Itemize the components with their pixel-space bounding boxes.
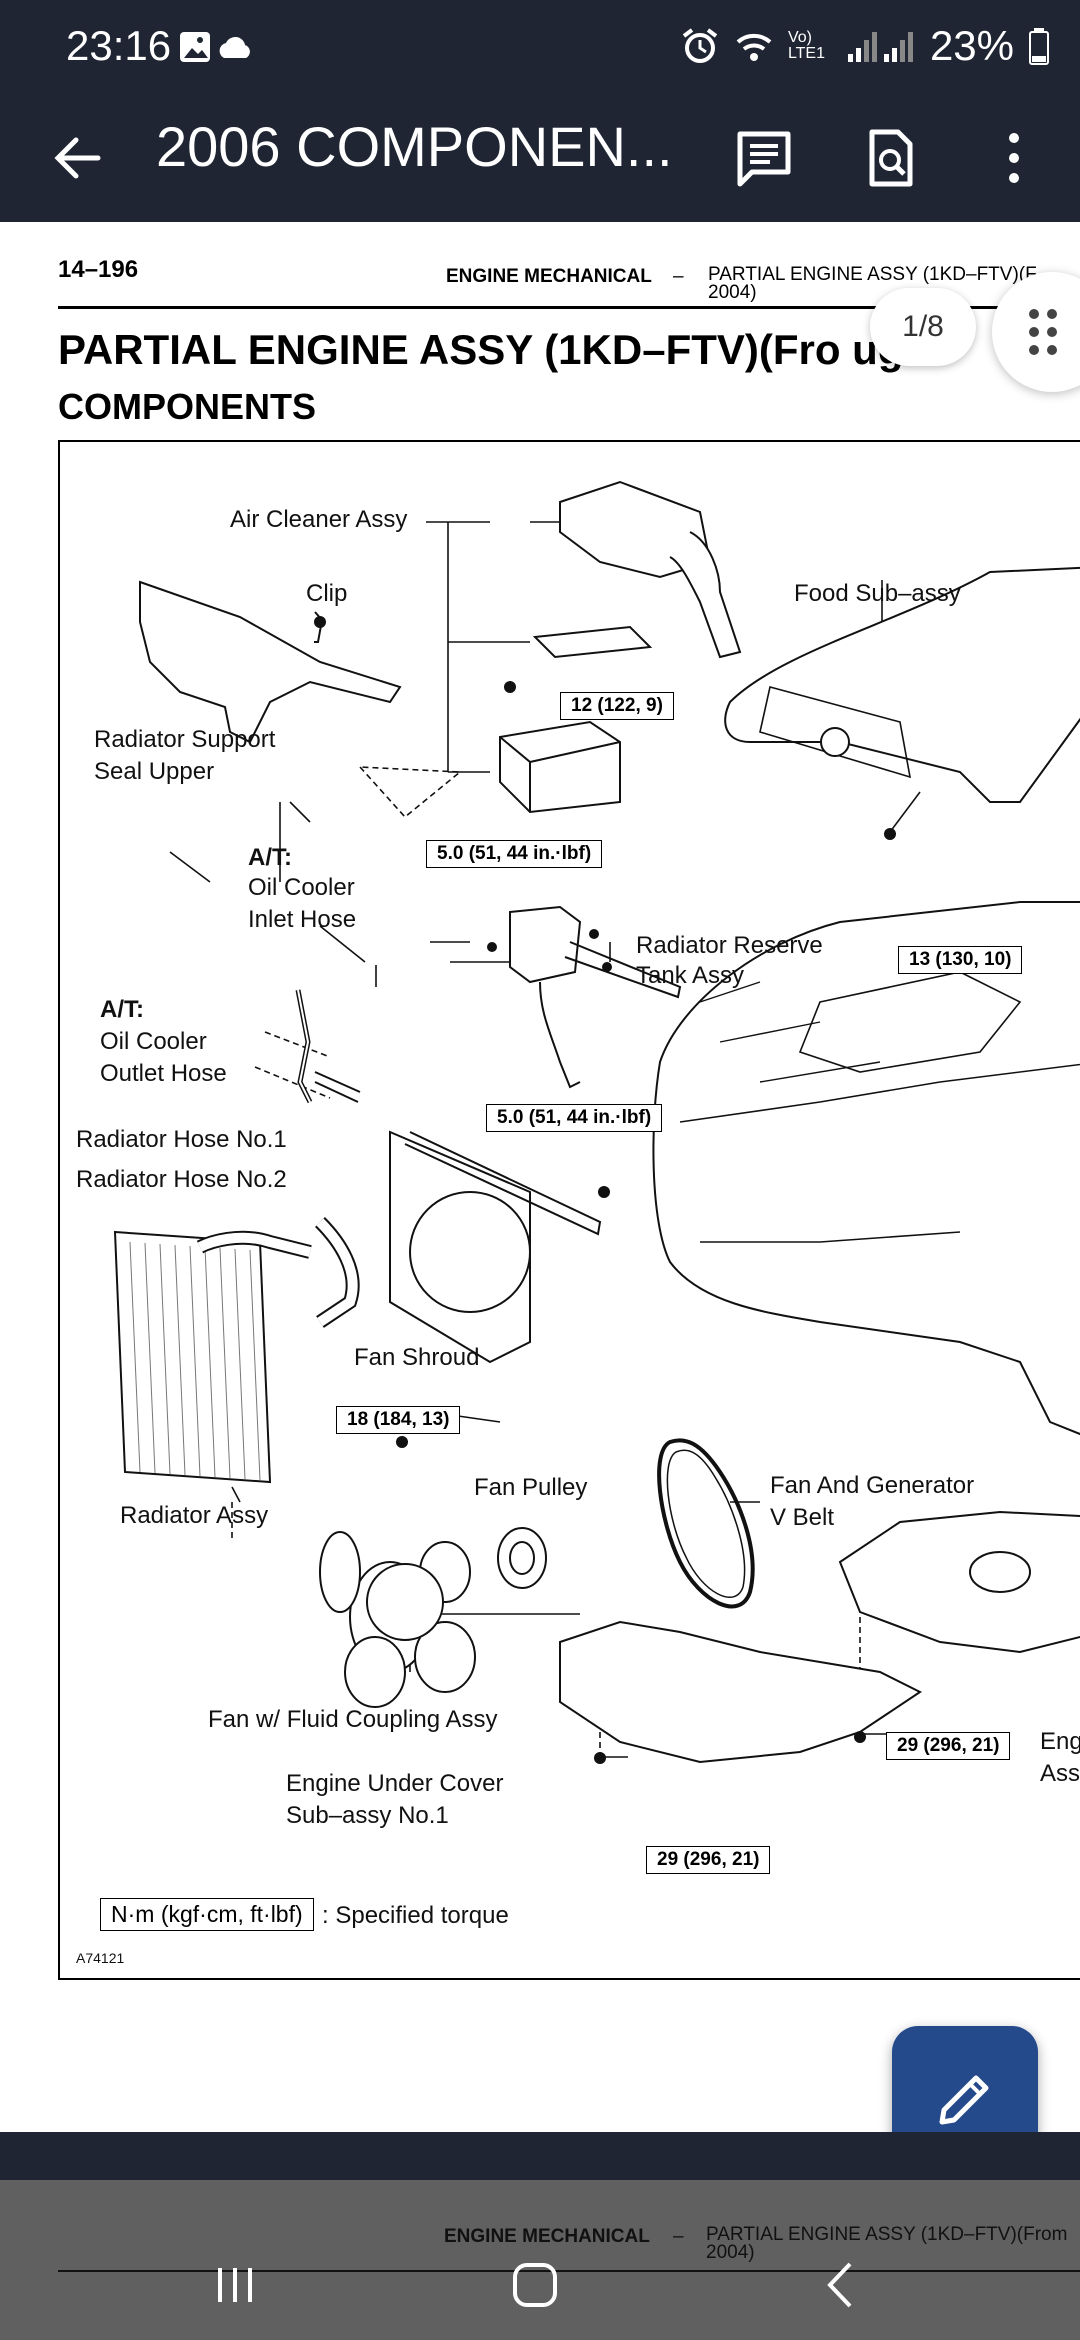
torque-13: 13 (130, 10) [898, 946, 1023, 974]
battery-percent: 23% [929, 22, 1014, 69]
label-seal-upper: Seal Upper [94, 758, 215, 785]
label-tank-assy: Tank Assy [636, 962, 745, 989]
status-right: Vo) LTE1 23% [680, 22, 1050, 70]
label-oil-cooler-inlet-2: Inlet Hose [248, 906, 357, 933]
nav-back-icon[interactable] [806, 2250, 876, 2320]
system-nav-bar [0, 2230, 1080, 2340]
status-notification-icons [178, 28, 268, 73]
battery-icon [1029, 28, 1049, 65]
label-oil-cooler-outlet-1: Oil Cooler [100, 1028, 207, 1055]
label-engine-under-cover: Engine Under Cover [286, 1770, 504, 1797]
label-sub-assy-no1: Sub–assy No.1 [286, 1802, 449, 1829]
label-radiator-hose-2: Radiator Hose No.2 [76, 1166, 287, 1193]
pencil-icon [939, 2075, 989, 2125]
gallery-icon [180, 32, 250, 62]
status-bar: 23:16 Vo) LTE1 23% [0, 0, 1080, 100]
label-radiator-assy: Radiator Assy [120, 1502, 269, 1529]
next-page-subtitle: PARTIAL ENGINE ASSY (1KD–FTV)(From 2004) [706, 2224, 1068, 2263]
label-radiator-hose-1: Radiator Hose No.1 [76, 1126, 287, 1153]
label-air-cleaner-assy: Air Cleaner Assy [230, 506, 408, 533]
legend-unit-box: N·m (kgf·cm, ft·lbf) [100, 1898, 314, 1931]
torque-5-b: 5.0 (51, 44 in.·lbf) [486, 1104, 663, 1132]
next-page-preview[interactable]: ENGINE MECHANICAL – PARTIAL ENGINE ASSY … [0, 2180, 1080, 2340]
header-subtitle: PARTIAL ENGINE ASSY (1KD–FTV)(F 2004) [708, 264, 1037, 303]
label-radiator-reserve: Radiator Reserve [636, 932, 823, 959]
document-title: 2006 COMPONEN... [156, 115, 673, 178]
label-radiator-support: Radiator Support [94, 726, 276, 753]
doc-title: PARTIAL ENGINE ASSY (1KD–FTV)(Fro ug [58, 326, 904, 373]
page-number: 14–196 [58, 256, 139, 283]
label-food-sub-assy: Food Sub–assy [794, 580, 961, 607]
status-time: 23:16 [66, 22, 172, 69]
label-oil-cooler-outlet-2: Outlet Hose [100, 1060, 227, 1087]
grid-icon [1029, 309, 1057, 355]
label-fan-pulley: Fan Pulley [474, 1474, 588, 1501]
torque-29-b: 29 (296, 21) [646, 1846, 771, 1874]
app-bar: 2006 COMPONEN... [0, 100, 1080, 222]
label-fan-generator: Fan And Generator [770, 1472, 975, 1499]
carrier-label: Vo) LTE1 [787, 29, 825, 62]
figure-id: A74121 [76, 1950, 125, 1966]
label-oil-cooler-inlet-1: Oil Cooler [248, 874, 355, 901]
header-section: ENGINE MECHANICAL [446, 266, 652, 287]
page-indicator: 1/8 [870, 288, 976, 366]
doc-heading: COMPONENTS [58, 386, 317, 427]
home-icon[interactable] [500, 2250, 570, 2320]
torque-12: 12 (122, 9) [560, 692, 674, 720]
thumbnail-grid-button[interactable] [992, 272, 1080, 392]
wifi-icon [736, 33, 772, 61]
comments-icon[interactable] [732, 126, 796, 190]
label-fan-shroud: Fan Shroud [354, 1344, 480, 1371]
more-vert-icon[interactable] [982, 126, 1046, 190]
pdf-page[interactable]: 14–196 ENGINE MECHANICAL – PARTIAL ENGIN… [0, 222, 1080, 2132]
label-ass-cut: Ass [1040, 1760, 1080, 1787]
header-dash: – [673, 266, 684, 287]
torque-18: 18 (184, 13) [336, 1406, 461, 1434]
label-at-2: A/T: [100, 996, 144, 1023]
label-fan-fluid-coupling: Fan w/ Fluid Coupling Assy [208, 1706, 498, 1733]
signal-icon [847, 32, 913, 62]
next-page-dash: – [673, 2226, 684, 2247]
components-diagram: Air Cleaner Assy Clip Food Sub–assy Radi… [58, 440, 1080, 1980]
torque-5-a: 5.0 (51, 44 in.·lbf) [426, 840, 603, 868]
alarm-icon [682, 28, 718, 63]
back-arrow-icon[interactable] [48, 128, 108, 188]
search-document-icon[interactable] [858, 126, 922, 190]
next-page-rule [58, 2270, 1080, 2272]
exploded-view-drawing [113, 480, 1080, 1764]
header-rule [58, 306, 1080, 309]
label-eng-cut: Eng [1040, 1728, 1080, 1755]
label-at-1: A/T: [248, 844, 292, 871]
torque-29-a: 29 (296, 21) [886, 1732, 1011, 1760]
next-page-section: ENGINE MECHANICAL [444, 2226, 650, 2247]
page-gap [0, 2132, 1080, 2180]
label-specified-torque: : Specified torque [322, 1902, 509, 1929]
label-clip: Clip [306, 580, 348, 607]
label-v-belt: V Belt [770, 1504, 835, 1531]
recent-apps-icon[interactable] [200, 2250, 270, 2320]
